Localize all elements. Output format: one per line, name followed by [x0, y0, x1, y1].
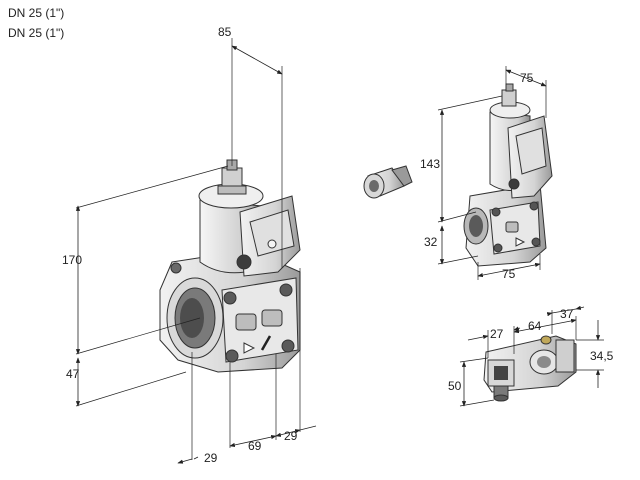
small-valve-dimensions	[437, 66, 547, 280]
small-valve	[463, 83, 553, 267]
dim-connector-length-c: 37	[560, 307, 574, 321]
dim-large-offset-left: 29	[204, 451, 218, 465]
dim-large-width-top: 85	[218, 25, 232, 39]
dim-connector-length-b: 64	[528, 319, 542, 333]
dim-small-width-top: 75	[520, 71, 534, 85]
dim-large-inlet-height: 47	[66, 367, 80, 381]
header-line-1: DN 25 (1")	[8, 6, 65, 20]
dim-connector-height-a: 34,5	[590, 349, 614, 363]
dim-large-width-mid: 69	[248, 439, 262, 453]
dim-connector-height-b: 50	[448, 379, 462, 393]
dim-large-height: 170	[62, 253, 82, 267]
header-line-2: DN 25 (1")	[8, 26, 65, 40]
connector	[483, 335, 577, 402]
dim-connector-length-a: 27	[490, 327, 504, 341]
cable-gland	[363, 165, 413, 199]
large-valve-dimensions	[75, 38, 317, 464]
large-valve	[159, 159, 301, 373]
dim-large-offset-right: 29	[284, 429, 298, 443]
dim-small-height: 143	[420, 157, 440, 171]
dim-small-base-height: 32	[424, 235, 438, 249]
connector-dimensions	[459, 305, 604, 407]
dim-small-width-bottom: 75	[502, 267, 516, 281]
